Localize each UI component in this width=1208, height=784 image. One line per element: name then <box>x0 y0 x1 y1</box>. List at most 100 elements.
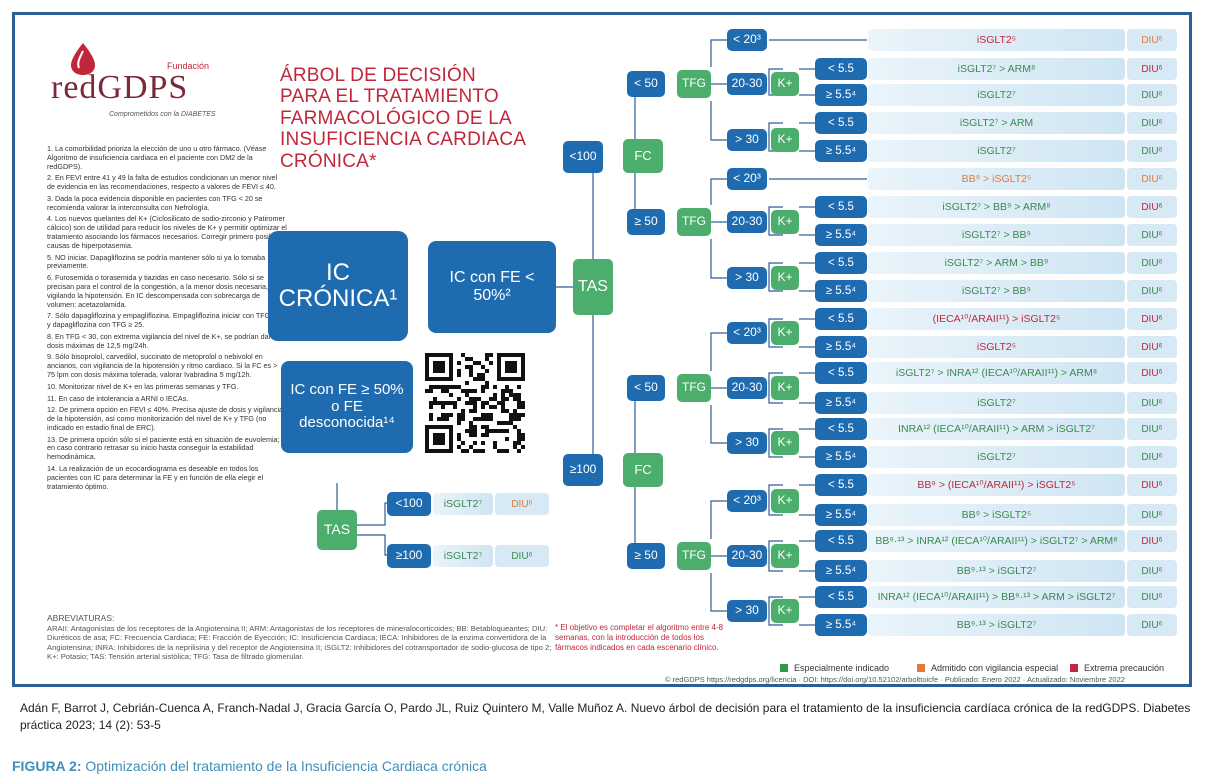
drug-recommendation-bar: iSGLT2⁷ > ARM⁸ <box>868 58 1125 80</box>
drug-recommendation-bar: BB⁹ > iSGLT2⁵ <box>868 504 1125 526</box>
tfg-20-30: 20-30 <box>727 377 767 399</box>
tas-ge100-node: ≥100 <box>387 544 431 568</box>
tfg-gt30: > 30 <box>727 432 767 454</box>
footnote: 10. Monitorizar nivel de K+ en las prime… <box>47 381 239 391</box>
diu-label: DIU⁶ <box>1141 479 1163 491</box>
drug-recommendation-text: iSGLT2⁷ > BB⁹ > ARM⁸ <box>942 201 1051 213</box>
drug-recommendation-bar: iSGLT2⁵ <box>868 336 1125 358</box>
k-node: K+ <box>771 599 799 623</box>
drug-recommendation-text: iSGLT2⁷ > BB⁹ <box>961 285 1032 297</box>
drug-recommendation-text: BB⁹·¹³ > iSGLT2⁷ <box>956 565 1037 577</box>
tas-node: TAS <box>573 259 613 315</box>
drug-recommendation-text: BB⁹ > iSGLT2⁵ <box>961 509 1032 521</box>
diu-label: DIU⁶ <box>1141 34 1163 46</box>
heart-drop-icon <box>71 43 95 75</box>
drug-recommendation-text: iSGLT2⁷ > BB⁹ <box>961 229 1032 241</box>
footnote: 9. Sólo bisoprolol, carvedilol, succinat… <box>47 352 278 379</box>
org-name: redGDPS <box>51 69 189 106</box>
drug-recommendation-bar: iSGLT2⁷ <box>868 446 1125 468</box>
diu-bar: DIU⁶ <box>1127 168 1177 190</box>
tas-node-preserved: TAS <box>317 510 357 550</box>
tfg-node: TFG <box>677 374 711 402</box>
drug-recommendation-text: iSGLT2⁷ > ARM > BB⁹ <box>944 257 1049 269</box>
tas-lt100-node: <100 <box>563 141 603 173</box>
legend-swatch-red <box>1070 664 1078 672</box>
diu-bar: DIU⁶ <box>1127 224 1177 246</box>
tfg-node: TFG <box>677 70 711 98</box>
logo-block: Fundación redGDPS Comprometidos con la D… <box>47 41 257 131</box>
k-ge55-node: ≥ 5.5⁴ <box>815 280 867 302</box>
k-lt55-node: < 5.5 <box>815 308 867 330</box>
drug-recommendation-text: BB⁹·¹³ > INRA¹² (IECA¹⁰/ARAII¹¹) > iSGLT… <box>875 535 1118 547</box>
qr-code <box>425 353 525 453</box>
k-ge55-node: ≥ 5.5⁴ <box>815 336 867 358</box>
legend-item: Admitido con vigilancia especial <box>917 663 1058 673</box>
diu-label: DIU⁶ <box>1141 451 1163 463</box>
k-lt55-node: < 5.5 <box>815 362 867 384</box>
drug-recommendation-bar: BB⁹·¹³ > INRA¹² (IECA¹⁰/ARAII¹¹) > iSGLT… <box>868 530 1125 552</box>
k-lt55-node: < 5.5 <box>815 58 867 80</box>
diu-bar: DIU⁶ <box>1127 252 1177 274</box>
drug-recommendation-bar: iSGLT2⁷ > BB⁹ <box>868 280 1125 302</box>
tfg-lt20: < 20³ <box>727 29 767 51</box>
legend-item: Extrema precaución <box>1070 663 1164 673</box>
drug-recommendation-text: iSGLT2⁷ > ARM <box>959 117 1034 129</box>
diu-label: DIU⁶ <box>1141 509 1163 521</box>
drug-recommendation-text: iSGLT2⁷ > ARM⁸ <box>957 63 1036 75</box>
diu-bar: DIU⁶ <box>1127 474 1177 496</box>
drug-recommendation-bar: iSGLT2⁵ <box>868 29 1125 51</box>
ic-fe-low-box: IC con FE < 50%² <box>428 241 556 333</box>
fc-ge50-node: ≥ 50 <box>627 543 665 569</box>
k-ge55-node: ≥ 5.5⁴ <box>815 140 867 162</box>
drug-recommendation-text: BB⁹ > (IECA¹⁰/ARAII¹¹) > iSGLT2⁵ <box>917 479 1076 491</box>
diu-label: DIU⁶ <box>1141 397 1163 409</box>
drug-label: iSGLT2⁷ <box>443 498 483 510</box>
figure-caption: FIGURA 2: Optimización del tratamiento d… <box>12 758 487 774</box>
k-ge55-node: ≥ 5.5⁴ <box>815 614 867 636</box>
footnote: 6. Furosemida o torasemida y tiazidas en… <box>47 273 268 309</box>
diu-label: DIU⁶ <box>511 550 533 562</box>
diu-bar: DIU⁶ <box>1127 112 1177 134</box>
diu-bar: DIU⁶ <box>495 545 549 567</box>
credit-line: © redGDPS https://redgdps.org/licencia ·… <box>665 675 1125 684</box>
diu-label: DIU⁶ <box>1141 201 1163 213</box>
diu-bar: DIU⁶ <box>1127 58 1177 80</box>
title-line: ÁRBOL DE DECISIÓN <box>280 65 476 86</box>
k-ge55-node: ≥ 5.5⁴ <box>815 446 867 468</box>
figure-title: Optimización del tratamiento de la Insuf… <box>85 758 487 774</box>
drug-recommendation-text: BB⁹·¹³ > iSGLT2⁷ <box>956 619 1037 631</box>
diu-bar: DIU⁶ <box>1127 336 1177 358</box>
diu-bar: DIU⁶ <box>1127 504 1177 526</box>
tfg-20-30: 20-30 <box>727 211 767 233</box>
diu-bar: DIU⁶ <box>1127 308 1177 330</box>
diu-bar: DIU⁶ <box>1127 196 1177 218</box>
drug-recommendation-bar: iSGLT2⁷ > INRA¹² (IECA¹⁰/ARAII¹¹) > ARM⁸ <box>868 362 1125 384</box>
k-lt55-node: < 5.5 <box>815 586 867 608</box>
diu-bar: DIU⁶ <box>1127 446 1177 468</box>
tfg-gt30: > 30 <box>727 129 767 151</box>
abbreviations-text: ARAII: Antagonistas de los receptores de… <box>47 623 552 662</box>
k-node: K+ <box>771 210 799 234</box>
diu-label: DIU⁶ <box>1141 367 1163 379</box>
diu-label: DIU⁶ <box>1141 89 1163 101</box>
tfg-node: TFG <box>677 208 711 236</box>
drug-recommendation-text: INRA¹² (IECA¹⁰/ARAII¹¹) > ARM > iSGLT2⁷ <box>898 423 1095 435</box>
legend-swatch-orange <box>917 664 925 672</box>
fc-lt50-node: < 50 <box>627 375 665 401</box>
footnote: 4. Los nuevos quelantes del K+ (Ciclosil… <box>47 214 287 250</box>
k-node: K+ <box>771 321 799 345</box>
tfg-lt20: < 20³ <box>727 168 767 190</box>
k-lt55-node: < 5.5 <box>815 474 867 496</box>
k-node: K+ <box>771 489 799 513</box>
k-node: K+ <box>771 128 799 152</box>
drug-recommendation-text: iSGLT2⁵ <box>976 34 1017 46</box>
title-line: CRÓNICA* <box>280 150 377 172</box>
drug-bar-preserved: iSGLT2⁷ <box>433 493 493 515</box>
diu-bar: DIU⁶ <box>1127 29 1177 51</box>
infographic-panel: Fundación redGDPS Comprometidos con la D… <box>12 12 1192 687</box>
k-node: K+ <box>771 266 799 290</box>
drug-recommendation-text: iSGLT2⁷ <box>977 89 1016 101</box>
drug-recommendation-bar: iSGLT2⁷ > BB⁹ <box>868 224 1125 246</box>
legend-swatch-green <box>780 664 788 672</box>
footnote: 5. NO iniciar. Dapagliflozina se podría … <box>47 252 266 271</box>
